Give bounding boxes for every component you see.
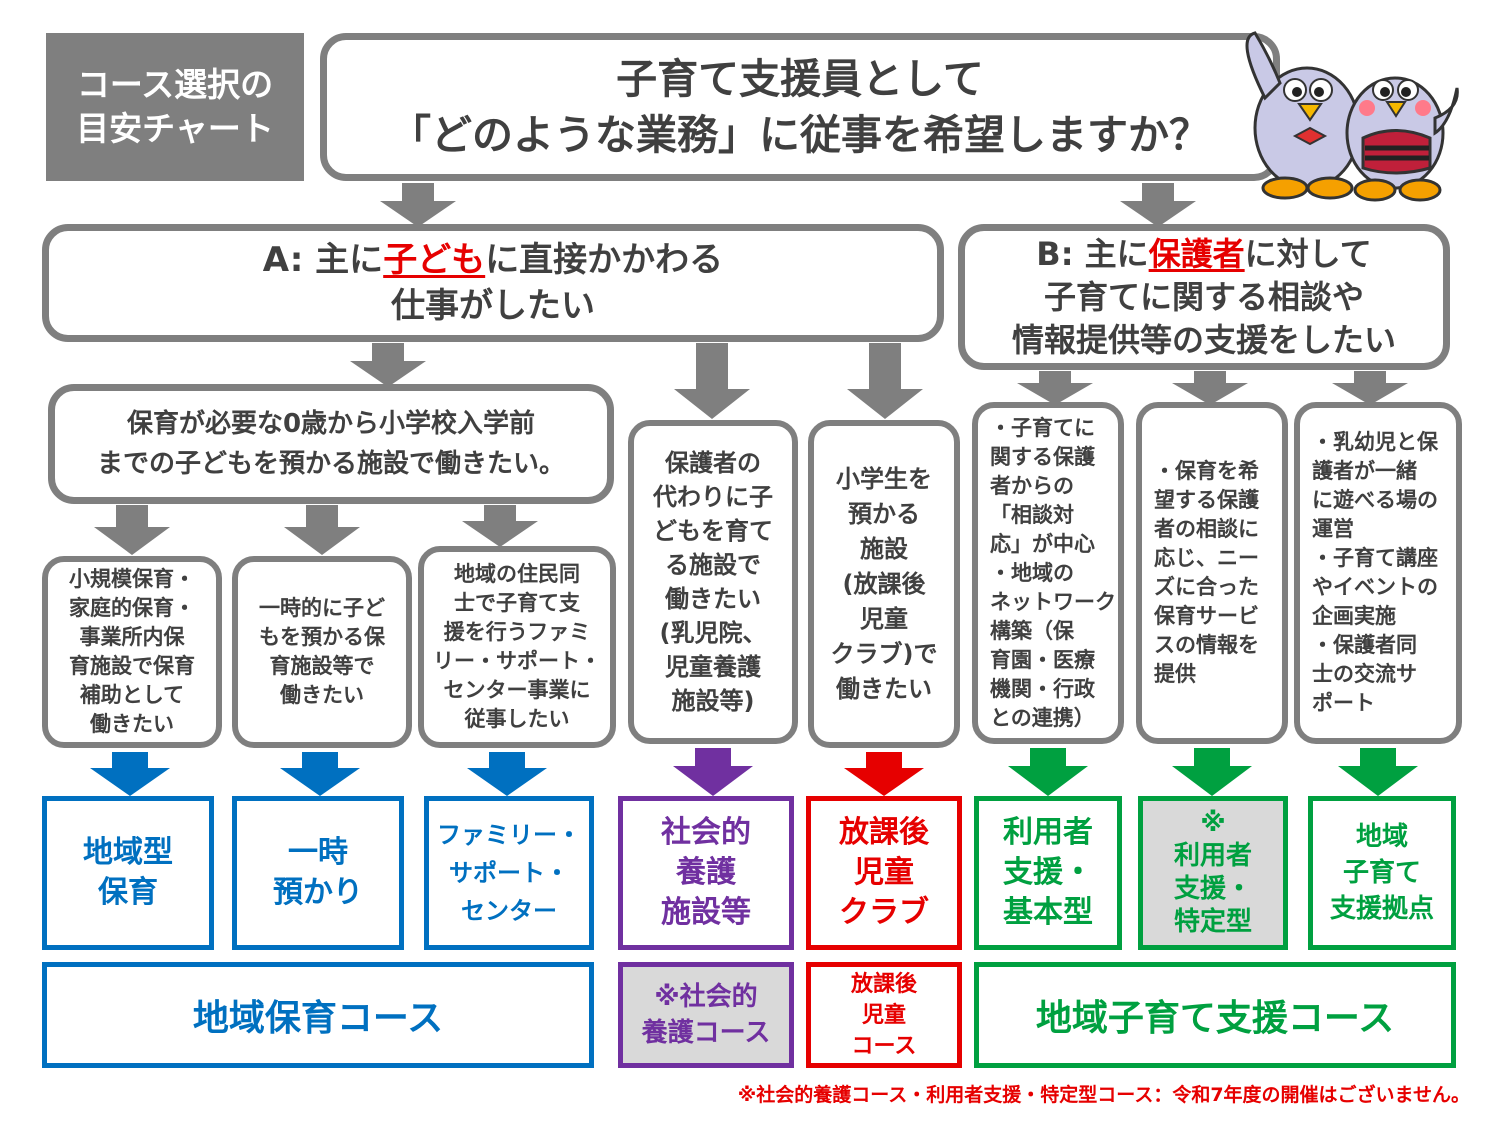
course-c6-text: 利用者 支援・ 基本型 [1003, 815, 1093, 930]
box-social-care: 保護者の 代わりに子 どもを育て る施設で 働きたい (乳児院、 児童養護 施設… [628, 420, 798, 744]
course-c7-text: ※ 利用者 支援・ 特定型 [1173, 808, 1252, 937]
course-afterschool-club: 放課後 児童 クラブ [806, 796, 962, 950]
question-box: 子育て支援員として 「どのような業務」に従事を希望しますか？ [320, 33, 1280, 181]
arrow-green-3 [1338, 748, 1418, 796]
box-user-basic-text: ・子育てに 関する保護 者からの 「相談対 応」が中心 ・地域の ネットワーク … [990, 415, 1116, 730]
box-small-nursery-text: 小規模保育・ 家庭的保育・ 事業所内保 育施設で保育 補助として 働きたい [69, 567, 195, 736]
box-social-care-text: 保護者の 代わりに子 どもを育て る施設で 働きたい (乳児院、 児童養護 施設… [653, 449, 773, 715]
box-user-specific-text: ・保育を希 望する保護 者の相談に 応じ、ニー ズに合った 保育サービ スの情報… [1154, 459, 1259, 686]
question-line1: 子育て支援員として [616, 55, 984, 103]
group-g2-text: ※社会的 養護コース [641, 982, 771, 1048]
course-c4-text: 社会的 養護 施設等 [661, 815, 751, 930]
arrow-sub-to-temp [284, 505, 360, 555]
box-afterschool-text: 小学生を 預かる 施設 (放課後 児童 クラブ)で 働きたい [830, 464, 938, 703]
arrow-sub-to-small [94, 505, 170, 555]
course-user-support-basic: 利用者 支援・ 基本型 [974, 796, 1122, 950]
box-user-basic: ・子育てに 関する保護 者からの 「相談対 応」が中心 ・地域の ネットワーク … [972, 402, 1124, 744]
course-c2-text: 一時 預かり [273, 835, 363, 910]
arrow-purple [673, 748, 753, 796]
arrow-green-2 [1172, 748, 1252, 796]
a-sub-text: 保育が必要な0歳から小学校入学前 までの子どもを預かる施設で働きたい。 [96, 409, 565, 479]
arrow-q-to-b [1120, 183, 1196, 227]
branch-b-prefix: B: 主に [1036, 234, 1149, 273]
arrow-q-to-a [380, 183, 456, 227]
course-social-care-facility: 社会的 養護 施設等 [618, 796, 794, 950]
box-hub: ・乳幼児と保 護者が一緒 に遊べる場の 運営 ・子育て講座 やイベントの 企画実… [1294, 402, 1462, 744]
group-g4-text: 地域子育て支援コース [1035, 998, 1395, 1039]
mascot-birds-illustration [1245, 31, 1459, 202]
branch-b-line1: B: 主に保護者に対して [1036, 233, 1371, 276]
box-family-support-text: 地域の住民同 士で子育て支 援を行うファミ リー・サポート・ センター事業に 従… [433, 562, 601, 731]
a-sub-box: 保育が必要な0歳から小学校入学前 までの子どもを預かる施設で働きたい。 [48, 384, 614, 504]
group-g3-text: 放課後 児童 コース [850, 971, 917, 1059]
group-g1-text: 地域保育コース [192, 998, 444, 1039]
arrow-b-to-hub [1332, 371, 1408, 405]
box-hub-text: ・乳幼児と保 護者が一緒 に遊べる場の 運営 ・子育て講座 やイベントの 企画実… [1312, 430, 1438, 715]
question-line2: 「どのような業務」に従事を希望しますか？ [390, 111, 1210, 159]
arrow-b-to-basic [1017, 371, 1093, 405]
course-community-hub: 地域 子育て 支援拠点 [1308, 796, 1456, 950]
arrow-blue-2 [280, 752, 360, 796]
branch-a-box: A: 主に子どもに直接かかわる 仕事がしたい [42, 224, 944, 342]
arrow-blue-1 [90, 752, 170, 796]
box-temporary-text: 一時的に子ど もを預かる保 育施設等で 働きたい [259, 596, 385, 707]
branch-b-line3: 情報提供等の支援をしたい [1011, 320, 1396, 359]
box-small-nursery: 小規模保育・ 家庭的保育・ 事業所内保 育施設で保育 補助として 働きたい [42, 556, 222, 748]
branch-b-box: B: 主に保護者に対して 子育てに関する相談や 情報提供等の支援をしたい [958, 224, 1450, 370]
branch-a-prefix: A: 主に [262, 240, 384, 280]
branch-b-highlight: 保護者 [1148, 234, 1245, 273]
course-community-nursery: 地域型 保育 [42, 796, 214, 950]
arrow-a-to-sub [350, 343, 426, 387]
arrow-blue-3 [467, 752, 547, 796]
arrow-green-1 [1008, 748, 1088, 796]
branch-b-suffix: に対して [1244, 234, 1372, 273]
footnote: ※社会的養護コース・利用者支援・特定型コース：令和7年度の開催はございません。 [590, 1080, 1470, 1110]
branch-b-line2: 子育てに関する相談や [1043, 277, 1364, 316]
course-family-support-center: ファミリー・ サポート・ センター [424, 796, 594, 950]
footnote-text: ※社会的養護コース・利用者支援・特定型コース：令和7年度の開催はございません。 [737, 1084, 1470, 1106]
box-temporary: 一時的に子ど もを預かる保 育施設等で 働きたい [232, 556, 412, 748]
group-community-childcare-support-course: 地域子育て支援コース [974, 962, 1456, 1068]
branch-a-highlight: 子ども [383, 240, 486, 280]
course-c8-text: 地域 子育て 支援拠点 [1329, 822, 1434, 924]
arrow-b-to-specific [1172, 371, 1248, 405]
course-c1-text: 地域型 保育 [83, 835, 173, 910]
branch-a-suffix: に直接かかわる [485, 240, 724, 280]
arrow-a-to-social [674, 343, 750, 419]
branch-a-line2: 仕事がしたい [391, 286, 595, 326]
chart-label-text: コース選択の 目安チャート [76, 65, 274, 148]
arrow-red [844, 752, 924, 796]
arrow-a-to-afterschool [847, 343, 923, 419]
course-temporary-care: 一時 預かり [232, 796, 404, 950]
box-user-specific: ・保育を希 望する保護 者の相談に 応じ、ニー ズに合った 保育サービ スの情報… [1136, 402, 1288, 744]
course-user-support-specific: ※ 利用者 支援・ 特定型 [1138, 796, 1288, 950]
group-community-nursery-course: 地域保育コース [42, 962, 594, 1068]
box-family-support: 地域の住民同 士で子育て支 援を行うファミ リー・サポート・ センター事業に 従… [418, 546, 616, 748]
box-afterschool: 小学生を 預かる 施設 (放課後 児童 クラブ)で 働きたい [808, 420, 960, 748]
course-c5-text: 放課後 児童 クラブ [839, 815, 929, 930]
course-c3-text: ファミリー・ サポート・ センター [437, 821, 581, 925]
chart-label-box: コース選択の 目安チャート [46, 33, 304, 181]
group-afterschool-course: 放課後 児童 コース [806, 962, 962, 1068]
branch-a-line1: A: 主に子どもに直接かかわる [263, 237, 723, 283]
arrow-sub-to-family [462, 505, 538, 547]
group-social-care-course: ※社会的 養護コース [618, 962, 794, 1068]
